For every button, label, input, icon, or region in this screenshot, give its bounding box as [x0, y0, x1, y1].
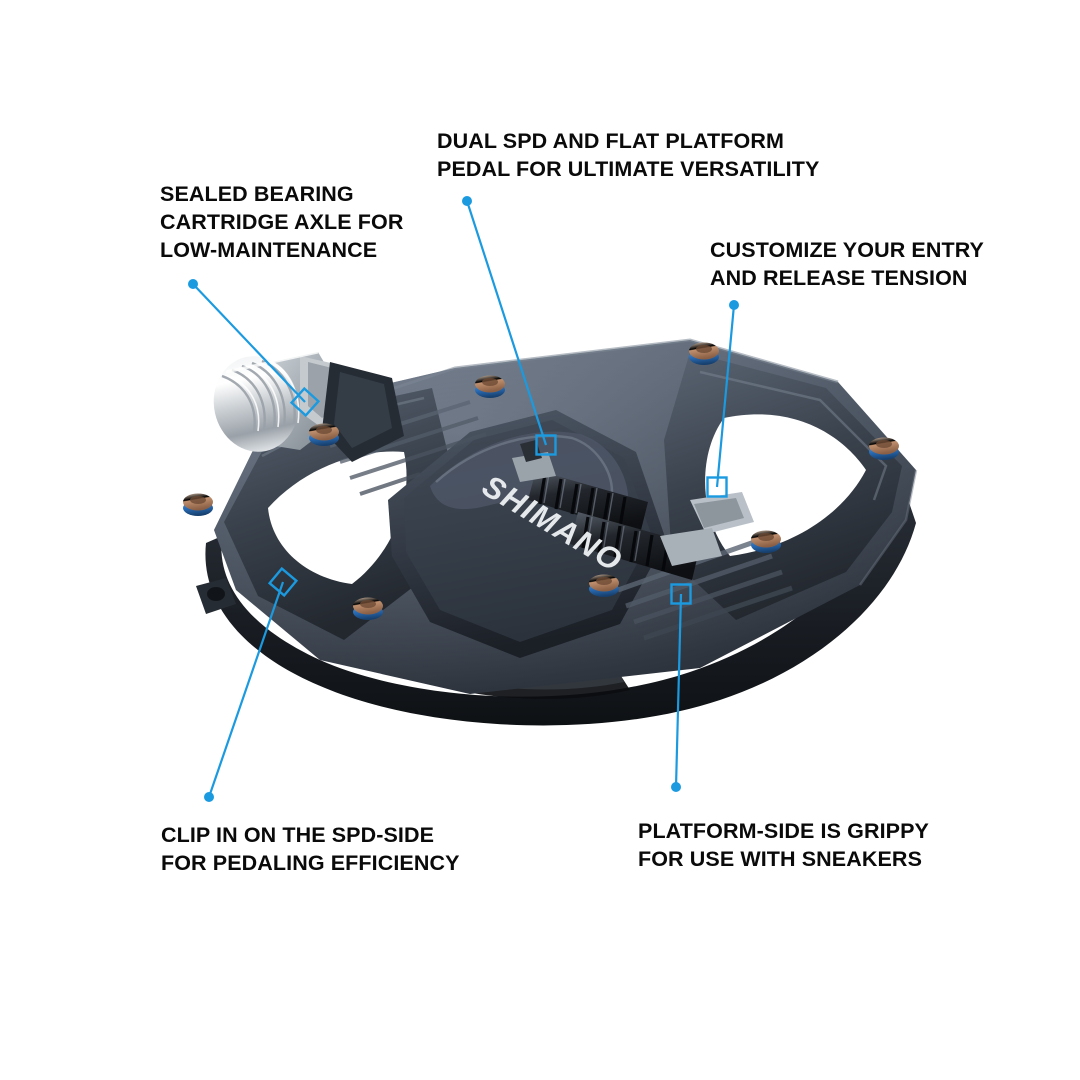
pin-screw — [869, 437, 899, 460]
leader-line — [207, 581, 285, 798]
callout-label-line: PLATFORM-SIDE IS GRIPPY — [638, 819, 929, 843]
spd-spring-upper — [528, 470, 648, 534]
callout-dot — [204, 792, 214, 802]
pin-screw — [751, 530, 781, 553]
callout-label-line: AND RELEASE TENSION — [710, 265, 968, 290]
callout-platform-side-grippy — [670, 583, 692, 792]
callout-customize-entry-release-tension — [706, 300, 739, 498]
callout-marker-square — [670, 583, 692, 605]
callout-dot — [462, 196, 472, 206]
callout-label-line: CARTRIDGE AXLE FOR — [160, 209, 404, 234]
pin-screw — [689, 342, 719, 365]
callout-label-line: DUAL SPD AND FLAT PLATFORM — [437, 129, 784, 153]
callout-dot — [729, 300, 739, 310]
callout-sealed-bearing — [188, 279, 321, 418]
leader-line — [465, 200, 548, 446]
callout-label-platform-side-grippy: PLATFORM-SIDE IS GRIPPY FOR USE WITH SNEA… — [638, 818, 929, 874]
callout-label-clip-in-spd-side: CLIP IN ON THE SPD-SIDE FOR PEDALING EFFI… — [161, 822, 460, 878]
body-ribs-right — [617, 537, 793, 641]
leader-line — [192, 283, 306, 403]
callout-label-dual-spd-flat-platform: DUAL SPD AND FLAT PLATFORM PEDAL FOR ULTI… — [437, 128, 819, 184]
left-platform-wing — [224, 388, 452, 640]
callout-label-line: LOW-MAINTENANCE — [160, 237, 378, 262]
sealed-bearing-axle — [213, 350, 404, 462]
spd-clip-plates — [512, 440, 754, 566]
callout-marker-square — [706, 476, 728, 498]
callout-label-customize-entry-release-tension: CUSTOMIZE YOUR ENTRY AND RELEASE TENSION — [710, 237, 984, 293]
callout-clip-in-spd-side — [204, 566, 299, 802]
leader-line — [715, 304, 736, 488]
callout-marker-square — [267, 566, 299, 598]
pin-screw — [589, 574, 619, 597]
pin-screw — [475, 375, 505, 398]
callout-label-line: CLIP IN ON THE SPD-SIDE — [161, 823, 435, 847]
callout-marker-square — [289, 386, 321, 418]
callout-dot — [188, 279, 198, 289]
pin-screw — [309, 423, 339, 446]
callout-dot — [671, 782, 681, 792]
callout-marker-square — [535, 434, 557, 456]
pedal-front-cage — [205, 470, 916, 726]
callout-label-sealed-bearing: SEALED BEARING CARTRIDGE AXLE FOR LOW-MAIN… — [160, 181, 403, 265]
callout-label-line: SEALED BEARING — [160, 182, 354, 206]
callout-leader-lines — [188, 196, 739, 802]
pin-screws — [183, 342, 899, 620]
pin-screw — [183, 493, 213, 516]
pin-screw — [353, 597, 383, 620]
callout-label-line: CUSTOMIZE YOUR ENTRY — [710, 238, 984, 262]
callout-dual-spd-flat-platform — [462, 196, 557, 456]
leader-line — [674, 593, 683, 788]
callout-label-line: FOR PEDALING EFFICIENCY — [161, 850, 460, 875]
callout-label-line: PEDAL FOR ULTIMATE VERSATILITY — [437, 156, 820, 181]
callout-label-line: FOR USE WITH SNEAKERS — [638, 846, 923, 871]
